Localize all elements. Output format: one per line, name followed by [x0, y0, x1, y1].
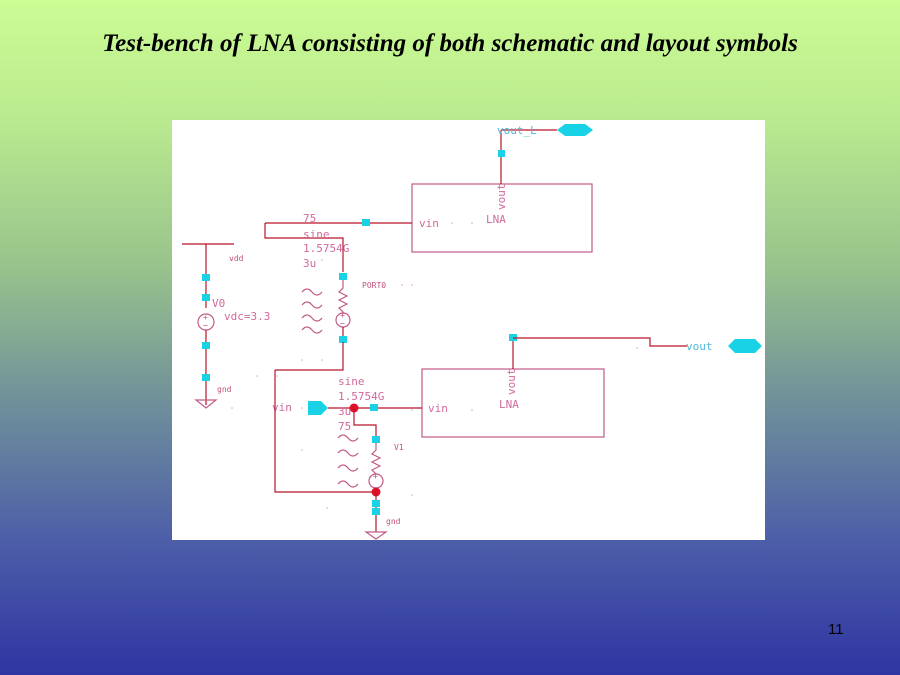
pin-v0-top[interactable]: [202, 274, 210, 281]
bottom-lna-name: LNA: [499, 398, 519, 411]
v1-wave-3: [337, 464, 359, 472]
wire-loop-top: [275, 342, 344, 371]
vout-l-output-pin[interactable]: [557, 124, 593, 136]
v0-ground-icon: [194, 399, 218, 409]
port0-param-0: 75: [303, 212, 316, 225]
top-lna-vin-label: vin: [419, 217, 439, 230]
port0-resistor: [337, 280, 349, 314]
vout-label: vout: [686, 340, 713, 353]
v1-resistor: [370, 443, 382, 475]
v0-minus: −: [203, 321, 208, 330]
v1-wave-1: [337, 434, 359, 442]
port0-wave-4: [301, 326, 323, 334]
pin-top-vout[interactable]: [498, 150, 505, 157]
v1-source[interactable]: sine 1.5754G 3u 75 V1 + gnd: [337, 375, 404, 540]
port0-name: PORT0: [362, 281, 386, 290]
bottom-lna-vin-label: vin: [428, 402, 448, 415]
bottom-lna-vout-label: vout: [505, 369, 518, 396]
v1-name: V1: [394, 443, 404, 452]
v1-param-1: 1.5754G: [338, 390, 384, 403]
vin-input-pin[interactable]: [308, 401, 328, 415]
v0-value: vdc=3.3: [224, 310, 270, 323]
v0-supply[interactable]: vdd V0 + − vdc=3.3 gnd: [182, 243, 270, 409]
wire-bottom-vout: [513, 337, 687, 347]
top-lna-box: [411, 183, 593, 253]
top-lna-block[interactable]: vin LNA vout: [411, 183, 593, 253]
pin-v0-lower[interactable]: [202, 342, 210, 349]
port0-wave-2: [301, 301, 323, 309]
grid-dots: [231, 222, 638, 509]
wire-port0-feed: [264, 223, 344, 272]
top-lna-vout-label: vout: [495, 184, 508, 211]
v1-gnd-label: gnd: [386, 517, 401, 526]
pin-top-vin[interactable]: [362, 219, 370, 226]
v1-wave-2: [337, 449, 359, 457]
pin-v0-gnd[interactable]: [202, 374, 210, 381]
pin-v1-in[interactable]: [370, 404, 378, 411]
pin-v1-top[interactable]: [372, 436, 380, 443]
pin-port0-bottom[interactable]: [339, 336, 347, 343]
port0-param-2: 1.5754G: [303, 242, 349, 255]
port0-param-1: sine: [303, 228, 330, 241]
v0-plus: +: [203, 313, 208, 322]
vout-output-pin[interactable]: [728, 339, 762, 353]
v1-wave-4: [337, 480, 359, 488]
wire-loop: [274, 370, 376, 493]
page-number: 11: [828, 621, 844, 638]
v1-param-2: 3u: [338, 405, 351, 418]
pin-v1-gnd[interactable]: [372, 508, 380, 515]
port0-param-3: 3u: [303, 257, 316, 270]
v1-param-3: 75: [338, 420, 351, 433]
vdd-label: vdd: [229, 254, 244, 263]
v0-name: V0: [212, 297, 225, 310]
v1-ground-icon: [364, 531, 388, 540]
bottom-lna-block[interactable]: vin LNA vout: [421, 368, 605, 438]
vout-l-label: vout_L: [497, 124, 537, 137]
port0-wave-3: [301, 314, 323, 322]
v1-param-0: sine: [338, 375, 365, 388]
v0-gnd-label: gnd: [217, 385, 232, 394]
slide-title: Test-bench of LNA consisting of both sch…: [102, 30, 798, 57]
port0-plus: +: [340, 311, 345, 320]
top-lna-name: LNA: [486, 213, 506, 226]
v1-plus: +: [373, 472, 378, 481]
schematic-canvas: vin LNA vout vout_L 75 sine 1.5754G 3u +…: [172, 120, 765, 540]
pin-port0-top[interactable]: [339, 273, 347, 280]
wire-v1-feed: [353, 408, 377, 438]
port0-wave-1: [301, 288, 323, 296]
pin-v0-mid[interactable]: [202, 294, 210, 301]
vin-pin-label: vin: [272, 401, 292, 414]
pin-v1-bottom[interactable]: [372, 500, 380, 507]
port0-minus: −: [340, 319, 345, 328]
schematic-diagram: vin LNA vout vout_L 75 sine 1.5754G 3u +…: [182, 124, 762, 540]
port0-source[interactable]: 75 sine 1.5754G 3u + − PORT0: [301, 212, 386, 343]
